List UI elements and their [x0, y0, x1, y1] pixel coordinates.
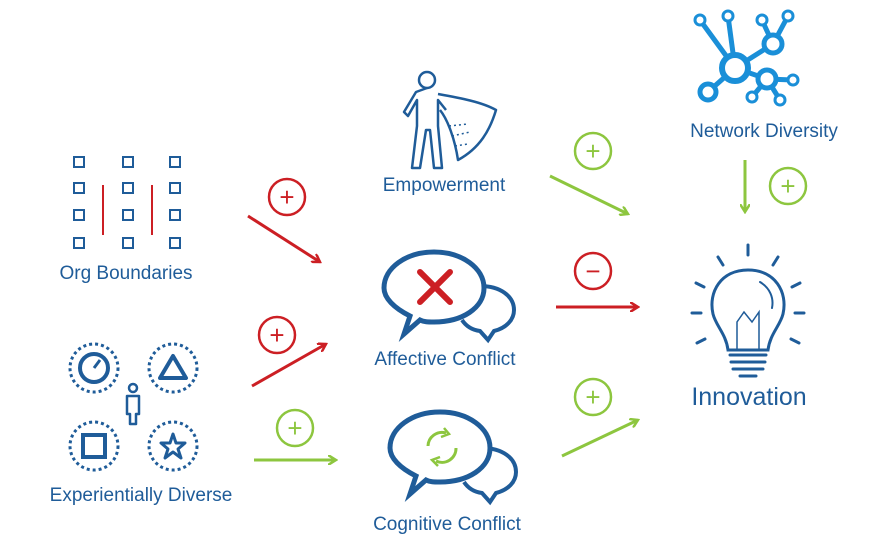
lightbulb-icon — [690, 243, 806, 378]
arrow-cognitive-to-innovation — [561, 420, 638, 458]
sign-plus-network: + — [768, 166, 808, 206]
network-icon — [693, 9, 800, 107]
org-grid-icon — [73, 156, 181, 249]
svg-text:+: + — [269, 320, 284, 350]
label-empowerment: Empowerment — [382, 175, 506, 196]
sign-plus-org: + — [267, 177, 307, 217]
label-innovation: Innovation — [691, 383, 807, 411]
sign-plus-diverse-affective: + — [257, 315, 297, 355]
arrow-empowerment-to-innovation — [549, 174, 628, 214]
label-org-boundaries: Org Boundaries — [59, 263, 193, 284]
sign-minus-affective: − — [573, 251, 613, 291]
svg-text:−: − — [585, 256, 600, 286]
label-experientially-diverse: Experientially Diverse — [49, 485, 233, 506]
label-cognitive-conflict: Cognitive Conflict — [373, 514, 521, 535]
label-network-diversity: Network Diversity — [690, 121, 838, 142]
svg-text:+: + — [585, 136, 600, 166]
label-affective-conflict: Affective Conflict — [374, 349, 516, 370]
svg-text:+: + — [279, 182, 294, 212]
svg-text:+: + — [585, 382, 600, 412]
diverse-people-icon — [68, 342, 199, 472]
speech-bubble-x-icon — [381, 249, 517, 344]
arrow-org-to-affective — [247, 214, 320, 262]
sign-plus-diverse-cognitive: + — [275, 408, 315, 448]
sign-plus-empowerment: + — [573, 131, 613, 171]
svg-text:+: + — [287, 413, 302, 443]
speech-bubble-cycle-icon — [387, 409, 519, 506]
sign-plus-cognitive: + — [573, 377, 613, 417]
arrow-diverse-to-affective — [251, 344, 326, 388]
svg-text:+: + — [780, 171, 795, 201]
superhero-icon — [402, 70, 498, 170]
